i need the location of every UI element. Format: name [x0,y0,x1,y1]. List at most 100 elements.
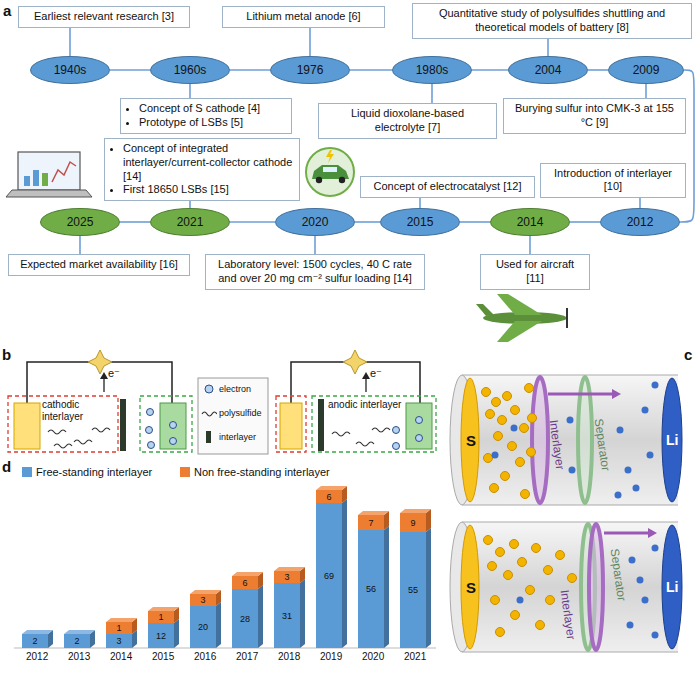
year-axis-label: 2013 [68,651,90,663]
year-oval: 2014 [490,208,570,236]
legend-swatch [22,467,32,477]
legend-entry: Non free-standing interlayer [180,466,330,478]
event-text: Laboratory level: 1500 cycles, 40 C rate… [212,258,418,286]
cathodic-interlayer-cell [120,399,126,451]
cathodic-interlayer-cell [48,430,66,434]
sulfur-label: S [466,579,476,596]
bar-value-label: 6 [243,578,248,588]
battery-cylinder-top [567,417,574,424]
cathodic-interlayer-cell [8,350,192,452]
cathodic-interlayer-cell [147,409,154,416]
anodic-interlayer-cell [393,427,400,434]
battery-cylinder-top [494,432,503,441]
anodic-interlayer-cell [365,377,366,392]
lithium-label: Li [666,579,678,595]
bar-value-label: 3 [285,572,290,582]
battery-cylinder-top [462,375,678,505]
year-text: 2014 [517,215,544,229]
bar-top-face [400,509,431,513]
polysulfide-symbol [202,412,217,416]
battery-cylinder-bottom [511,611,520,620]
non-free-standing-bar [106,622,132,634]
timeline-connector [460,221,490,223]
bar-value-label: 2 [33,636,38,646]
year-text: 1976 [297,63,324,77]
event-box: Liquid dioxolane-based electrolyte [7] [318,103,497,139]
timeline-connector [314,236,316,254]
battery-cylinder-top [486,410,495,419]
battery-cylinder-top [527,448,536,457]
electric-car-icon [326,150,334,163]
battery-cylinder-top [492,398,501,407]
battery-cylinder-top [625,467,632,474]
battery-cylinder-top [492,452,499,459]
free-standing-bar [316,503,342,648]
battery-cylinder-top [647,452,654,459]
bar-top-face [316,486,347,490]
battery-cylinder-top [516,458,525,467]
non-free-standing-bar [274,571,300,583]
year-oval: 1960s [150,56,230,84]
non-free-standing-bar [148,611,174,623]
anodic-interlayer-cell [343,350,367,374]
timeline-connector [230,221,275,223]
bullet-box: Concept of S cathode [4]Prototype of LSB… [120,98,292,134]
anodic-interlayer-cell [406,403,432,449]
anodic-interlayer-cell [416,435,423,442]
bar-value-label: 31 [282,611,292,621]
battery-cylinder-bottom [462,652,678,653]
non-free-standing-bar [190,594,216,606]
battery-cylinder-bottom [662,525,682,649]
sulfur-label: S [466,432,476,449]
timeline-connector [547,39,549,57]
bar-value-label: 55 [408,585,418,595]
laptop-chart-icon [6,152,92,197]
electron-symbol [205,385,213,393]
event-text: Burying sulfur into CMK-3 at 155 °C [9] [510,102,679,130]
panel-letter: a [3,2,11,19]
battery-cylinder-bottom [450,522,682,652]
laptop-chart-icon [18,152,80,190]
event-box: Quantitative study of polysulfides shutt… [412,3,692,39]
anodic-interlayer-cell [372,428,390,432]
event-text: Used for aircraft [11] [487,258,583,286]
battery-cylinder-top [615,492,622,499]
bar-top-face [232,572,263,576]
battery-cylinder-bottom [496,628,505,637]
anodic-interlayer-cell [332,432,350,436]
battery-cylinder-bottom [461,525,479,649]
battery-cylinder-bottom [637,577,644,584]
battery-cylinder-bottom [589,524,603,650]
free-standing-bar [426,528,431,648]
battery-cylinder-bottom [491,596,500,605]
electric-car-icon [312,165,349,179]
year-axis-label: 2018 [278,651,300,663]
free-standing-bar [258,585,263,648]
electric-car-icon [316,177,322,183]
event-box: Introduction of interlayer [10] [540,163,686,199]
free-standing-bar [358,530,384,648]
anodic-interlayer-cell [312,396,436,452]
aircraft-icon [476,294,567,342]
bar-top-face [22,630,53,634]
battery-cylinder-top [520,424,529,433]
cathodic-interlayer-cell [8,396,118,452]
legend-entry: interlayer [201,431,256,443]
legend-symbol [201,407,217,419]
year-oval: 1980s [392,56,472,84]
year-text: 2012 [627,215,654,229]
timeline-connector [309,28,311,56]
free-standing-bar [342,499,347,648]
cathodic-interlayer-cell [146,427,153,434]
bar-value-label: 12 [156,631,166,641]
battery-cylinder-top [511,406,520,415]
electron-flow-label: e⁻ [108,367,120,380]
year-text: 2009 [633,63,660,77]
bar-value-label: 1 [159,612,164,622]
cathodic-interlayer-cell [140,396,192,452]
bar-value-label: 6 [327,492,332,502]
battery-cylinder-bottom [504,571,513,580]
free-standing-bar [400,532,426,648]
year-oval: 1940s [30,56,110,84]
year-oval: 2020 [275,208,355,236]
